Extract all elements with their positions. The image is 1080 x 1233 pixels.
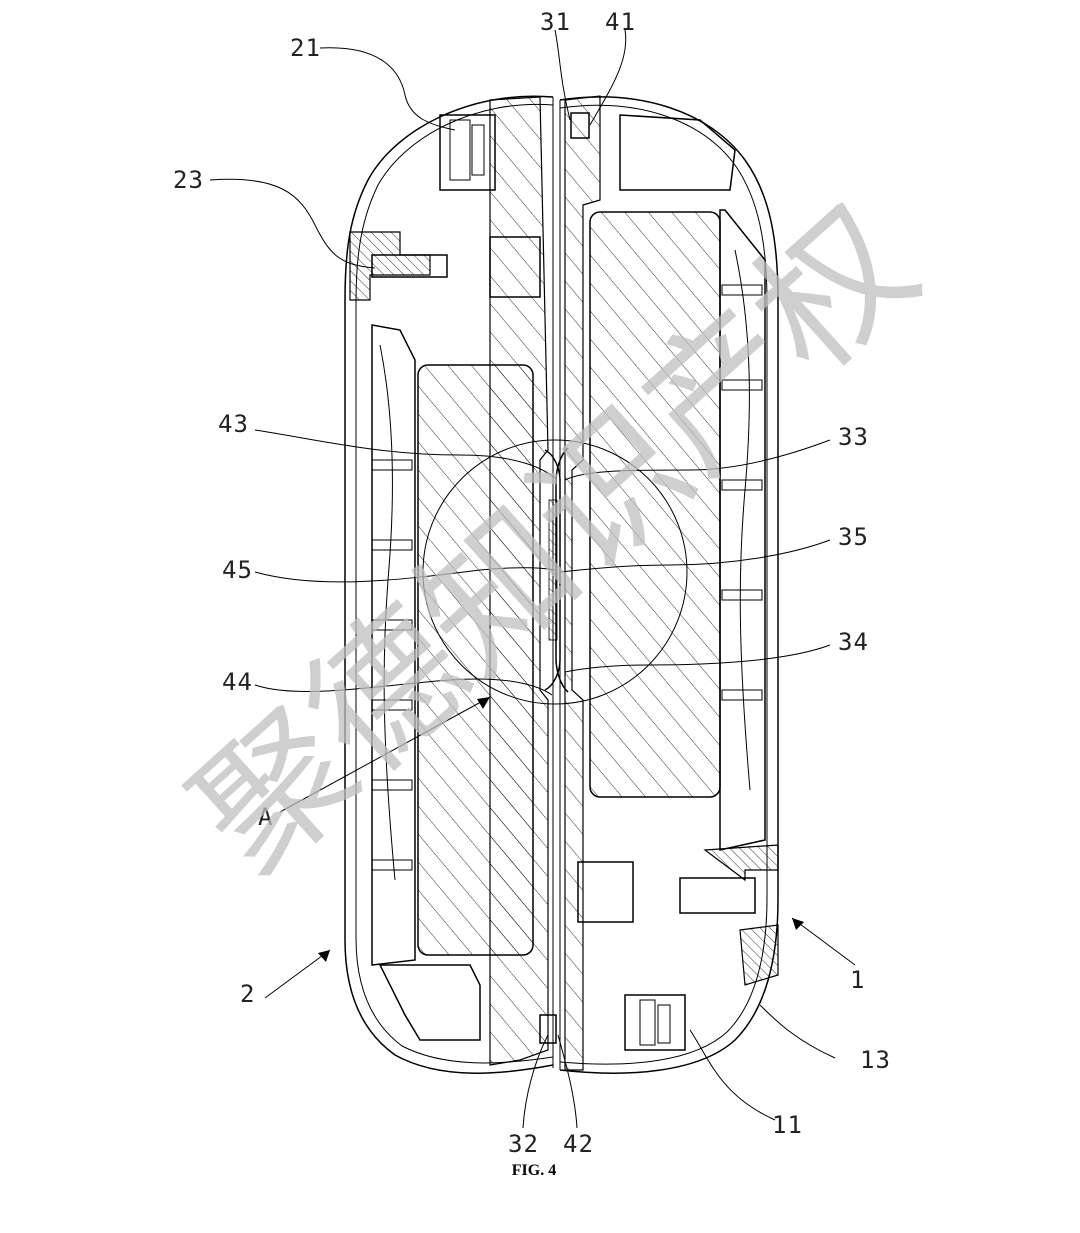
- right-shell: [559, 96, 779, 1074]
- label-23: 23: [173, 166, 204, 194]
- contact-21: [439, 114, 496, 191]
- label-31: 31: [540, 8, 571, 36]
- contact-11: [624, 994, 686, 1051]
- watermark: 聚德知识产权: [163, 175, 948, 907]
- arrowhead-1: [792, 918, 804, 930]
- label-11: 11: [772, 1111, 803, 1139]
- label-41: 41: [605, 8, 636, 36]
- label-45: 45: [222, 556, 253, 584]
- detail-circle-a: [422, 439, 688, 705]
- left-shell: [344, 95, 554, 1074]
- label-2: 2: [240, 980, 255, 1008]
- label-33: 33: [838, 423, 869, 451]
- arrowhead-a: [477, 697, 490, 709]
- snap-details: [539, 112, 590, 1044]
- label-43: 43: [218, 410, 249, 438]
- figure-caption: FIG. 4: [512, 1162, 556, 1179]
- label-42: 42: [563, 1130, 594, 1158]
- label-13: 13: [860, 1046, 891, 1074]
- right-inner-frame: [619, 114, 766, 851]
- reference-numerals: 21 23 31 41 43 33 35 45 34 44 A 1 2 13 1…: [173, 8, 891, 1158]
- label-34: 34: [838, 628, 869, 656]
- leader-lines: [209, 29, 856, 1129]
- arrowhead-2: [318, 950, 330, 962]
- label-32: 32: [508, 1130, 539, 1158]
- button-13: [577, 844, 779, 986]
- label-21: 21: [290, 34, 321, 62]
- left-battery: [417, 364, 534, 956]
- label-44: 44: [222, 668, 253, 696]
- label-a: A: [258, 803, 273, 831]
- button-23: [349, 231, 541, 301]
- label-35: 35: [838, 523, 869, 551]
- label-1: 1: [850, 966, 865, 994]
